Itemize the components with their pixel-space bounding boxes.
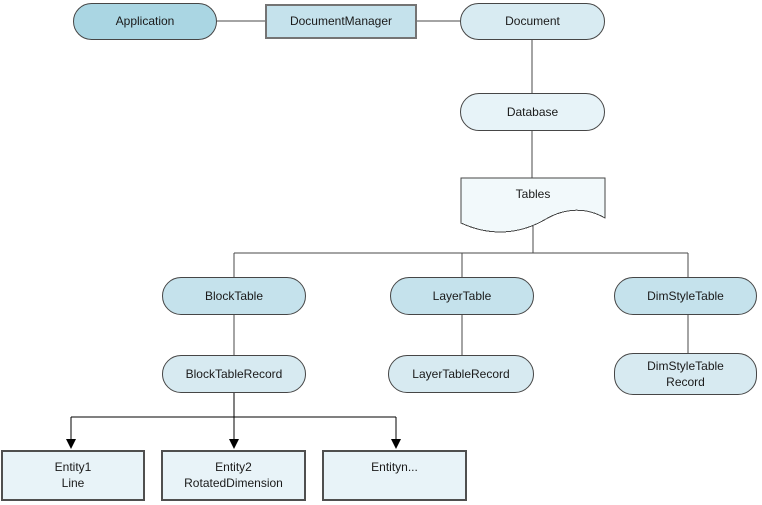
node-entityn-line1: Entityn...	[371, 460, 418, 474]
node-tables-label: Tables	[515, 186, 551, 201]
node-application: Application	[73, 3, 217, 40]
node-document-manager: DocumentManager	[265, 4, 417, 39]
node-block-table: BlockTable	[162, 277, 306, 315]
node-document-manager-label: DocumentManager	[289, 14, 393, 28]
node-entity1: Entity1 Line	[1, 450, 145, 501]
node-dim-style-table-label: DimStyleTable	[647, 288, 724, 303]
node-layer-table-record-label: LayerTableRecord	[412, 366, 510, 381]
node-application-label: Application	[115, 14, 175, 28]
node-dim-style-table-record: DimStyleTable Record	[614, 353, 757, 395]
tables-document-shape	[460, 177, 606, 233]
node-dim-style-table-record-line1: DimStyleTable	[647, 359, 724, 373]
node-document: Document	[460, 3, 605, 40]
arrowhead-entity2	[229, 439, 239, 449]
node-tables: Tables	[461, 182, 605, 206]
node-database: Database	[460, 93, 605, 131]
node-entity2-line1: Entity2	[215, 460, 252, 474]
node-document-label: Document	[505, 14, 560, 28]
node-entity2-line2: RotatedDimension	[184, 476, 283, 490]
node-entityn: Entityn...	[322, 450, 467, 501]
node-entity1-line2: Line	[61, 476, 85, 490]
arrowhead-entity1	[66, 439, 76, 449]
node-entity2: Entity2 RotatedDimension	[161, 450, 306, 501]
node-block-table-label: BlockTable	[204, 288, 264, 303]
arrowhead-entityn	[391, 439, 401, 449]
node-entity1-line1: Entity1	[54, 460, 92, 474]
node-layer-table-label: LayerTable	[432, 288, 492, 303]
node-dim-style-table: DimStyleTable	[614, 277, 757, 315]
node-block-table-record-label: BlockTableRecord	[185, 366, 283, 381]
node-block-table-record: BlockTableRecord	[162, 355, 306, 393]
node-dim-style-table-record-line2: Record	[666, 375, 705, 389]
node-layer-table: LayerTable	[390, 277, 534, 315]
node-database-label: Database	[506, 104, 559, 119]
node-layer-table-record: LayerTableRecord	[388, 355, 534, 393]
